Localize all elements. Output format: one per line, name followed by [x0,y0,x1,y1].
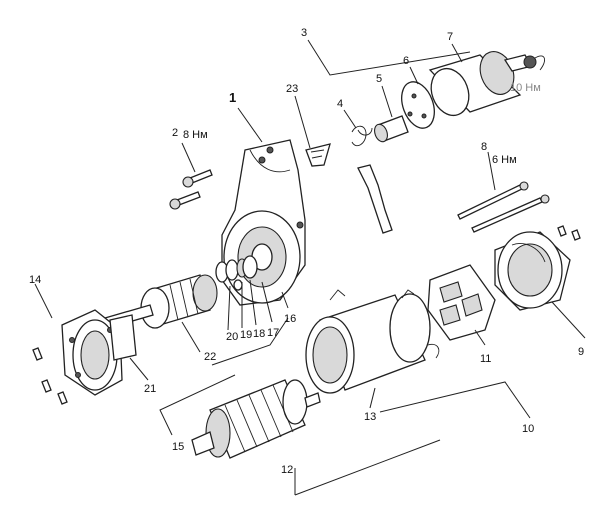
cover-screws [557,225,581,241]
callout-21: 21 [144,383,156,395]
field-frame [305,289,440,394]
callout-3: 3 [301,27,307,39]
callout-18: 18 [253,328,265,340]
callout-4: 4 [337,98,343,110]
solenoid-switch [428,51,546,117]
callout-17: 17 [267,327,279,339]
callout-7: 7 [447,31,453,43]
callout-22: 22 [204,351,216,363]
callout-2: 2 [172,127,178,139]
callout-14: 14 [29,274,41,286]
callout-13: 13 [364,411,376,423]
pinion-small-parts [215,255,258,291]
callout-labels: 1 2 3 4 5 6 7 8 9 10 11 12 13 14 15 16 1… [29,27,584,476]
torque-7: 10 Нм [510,82,541,94]
callout-9: 9 [578,346,584,358]
end-cover [494,231,571,311]
callout-20: 20 [226,331,238,343]
callout-15: 15 [172,441,184,453]
callout-1: 1 [229,90,236,105]
overrunning-clutch [140,274,218,329]
callout-11: 11 [480,353,491,365]
plunger [374,115,409,143]
callout-12: 12 [281,464,293,476]
brush-holder [427,264,496,341]
plate-screws [32,347,68,405]
lever-rod [357,164,393,234]
spring-clip [351,125,373,147]
callout-16: 16 [284,313,296,325]
drive-end-housing [221,139,306,306]
callout-5: 5 [376,73,382,85]
callout-23: 23 [286,83,298,95]
shift-lever [305,143,331,167]
through-bolts [457,181,550,233]
torque-2: 8 Нм [183,129,208,141]
callout-6: 6 [403,55,409,67]
drive-end-plate [61,309,137,396]
torque-labels: 8 Нм 10 Нм 6 Нм [183,82,541,166]
callout-10: 10 [522,423,534,435]
solenoid-plate [401,81,435,129]
torque-8: 6 Нм [492,154,517,166]
leader-lines [34,39,586,496]
armature [191,379,321,459]
callout-19: 19 [240,329,252,341]
mounting-bolts [169,169,213,210]
callout-8: 8 [481,141,487,153]
